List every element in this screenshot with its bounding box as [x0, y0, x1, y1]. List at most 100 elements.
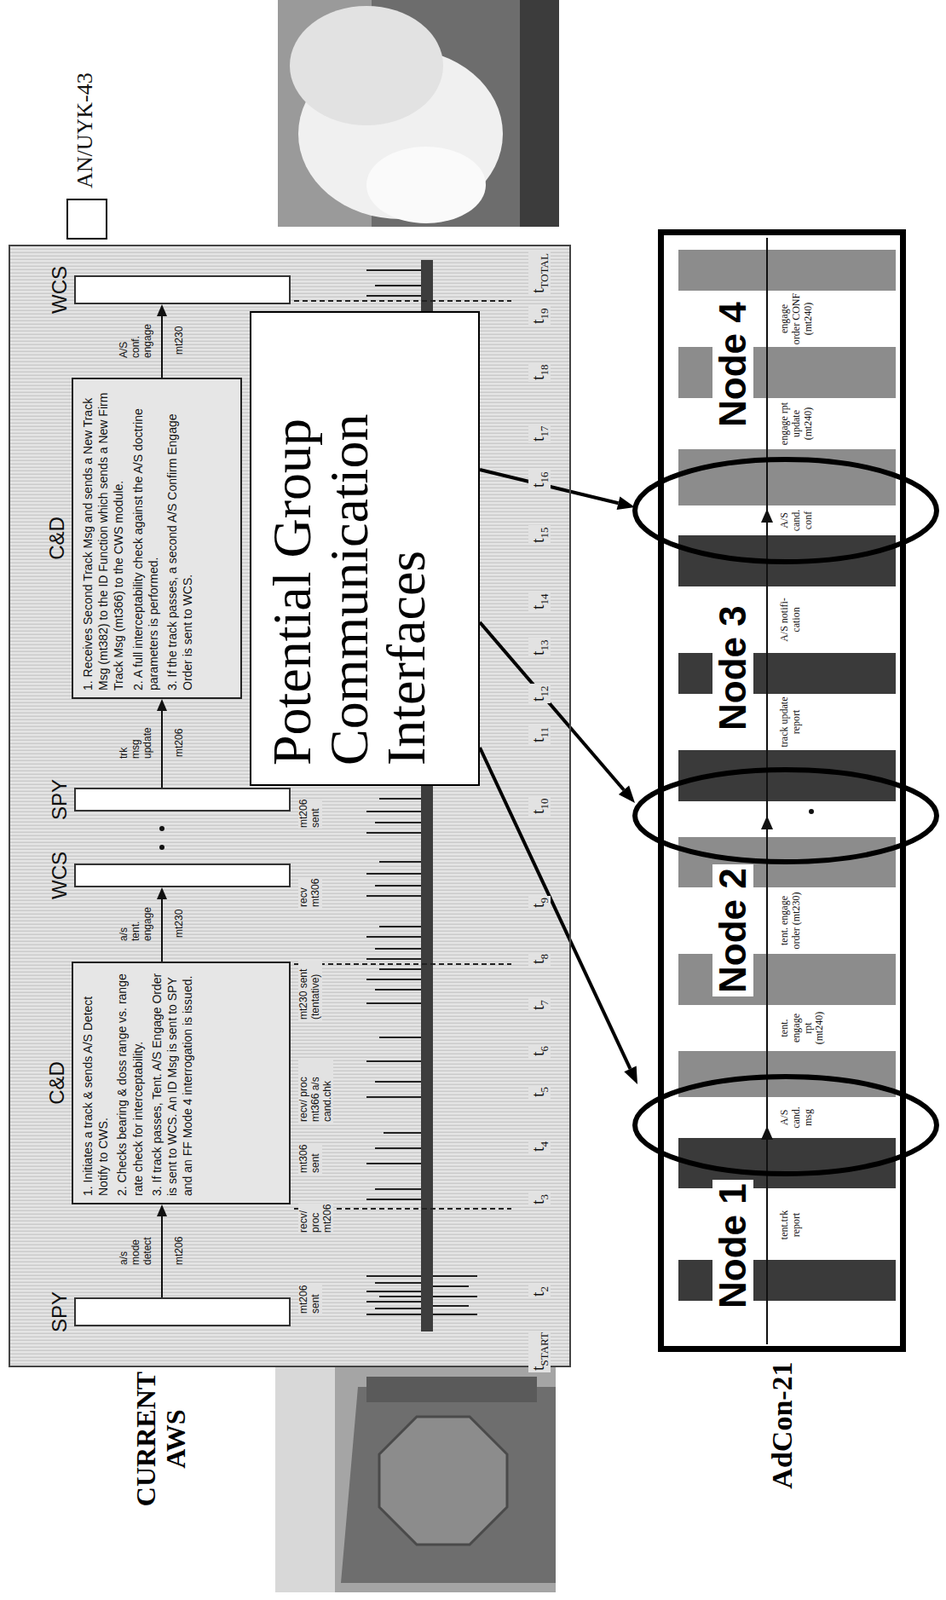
tick — [432, 1304, 469, 1307]
event-note: mt230 sent (tentative) — [298, 960, 323, 1021]
subscript: 8 — [537, 953, 551, 960]
arrow-head — [156, 698, 168, 711]
time-label: t17 — [528, 423, 551, 444]
edge-label: A/S conf. engage — [118, 323, 154, 358]
tick — [374, 1080, 422, 1083]
subscript: 3 — [537, 1194, 551, 1200]
leader-arrowhead — [617, 496, 635, 511]
tick — [366, 1198, 422, 1200]
time-label: t9 — [528, 895, 551, 910]
node-label: Node 2 — [712, 864, 754, 997]
subscript: 4 — [537, 1141, 551, 1148]
subscript: 19 — [537, 307, 551, 319]
tick — [383, 1131, 422, 1134]
column-header: SPY — [48, 1291, 71, 1333]
spine-arrowhead — [761, 815, 773, 830]
message-label: engage order CONF (mt240) — [778, 292, 814, 346]
edge-label: trk msg update — [118, 726, 154, 759]
time-label: t12 — [528, 683, 551, 704]
flow-spine — [766, 237, 768, 1345]
connector — [156, 887, 168, 962]
leader-line — [479, 622, 624, 791]
tick — [432, 1274, 478, 1277]
tick — [374, 884, 422, 887]
time-label: t19 — [528, 305, 551, 326]
subscript: 15 — [537, 526, 551, 538]
grey-bar — [678, 249, 896, 291]
legend-text: AN/UYK-43 — [73, 72, 99, 189]
tick — [366, 1095, 422, 1098]
column-header: SPY — [48, 778, 71, 820]
tick — [374, 284, 422, 287]
subscript: 16 — [537, 471, 551, 483]
message-label: tent. engage order (mt230) — [778, 890, 803, 951]
tick — [366, 1060, 422, 1062]
dashed-divider — [294, 963, 512, 965]
tick — [366, 269, 422, 272]
grey-bar — [678, 953, 896, 1005]
column-header: C&D — [46, 1061, 69, 1105]
subscript: 6 — [537, 1045, 551, 1052]
message-label: tent. engage rpt (mt240) — [778, 1006, 826, 1050]
mast — [366, 1376, 537, 1402]
group-heading: AdCon-21 — [766, 1352, 798, 1498]
smoke-cloud — [289, 5, 444, 126]
time-label: t15 — [528, 524, 551, 545]
tick — [366, 1002, 422, 1004]
time-label: t7 — [528, 997, 551, 1012]
tick — [366, 1313, 422, 1316]
module-bar: SPY — [74, 1297, 291, 1327]
subscript: 5 — [537, 1086, 551, 1093]
time-label: t2 — [528, 1284, 551, 1298]
time-label: t10 — [528, 796, 551, 816]
deckhouse — [340, 1386, 556, 1583]
subscript: START — [537, 1332, 551, 1366]
callout-box: Potential Group Communication Interfaces — [249, 311, 480, 786]
interface-ellipse — [634, 459, 937, 562]
event-note: mt206 sent — [298, 1284, 323, 1315]
time-label: t18 — [528, 362, 551, 382]
subscript: 13 — [537, 639, 551, 651]
tick — [379, 1295, 422, 1298]
process-step: 1. Receives Second Track Msg and sends a… — [80, 386, 127, 691]
dark-bar — [678, 1259, 896, 1301]
event-note: mt206 sent — [298, 798, 323, 829]
ship-hull — [519, 0, 560, 227]
arrow-head — [156, 1204, 168, 1217]
module-bar: WCS — [74, 275, 291, 305]
connector — [156, 1204, 168, 1298]
dashed-divider — [294, 299, 512, 302]
panel-ground — [8, 244, 572, 1368]
spine-arrowhead — [761, 1125, 773, 1140]
legend-entry: AN/UYK-43 — [66, 34, 108, 240]
tick — [366, 978, 422, 981]
event-note: recv/ proc mt206 — [298, 1203, 334, 1234]
tick — [432, 1285, 469, 1287]
time-label: t13 — [528, 637, 551, 658]
tick — [379, 968, 422, 970]
tick — [374, 1281, 422, 1284]
launch-photo — [277, 0, 560, 227]
time-label: t5 — [528, 1084, 551, 1099]
connector — [156, 304, 168, 378]
tick — [432, 1313, 478, 1316]
arrow-head — [156, 887, 168, 900]
message-label: track update report — [778, 696, 803, 748]
radar-face — [379, 1416, 508, 1545]
leader-line — [479, 469, 619, 503]
tick — [366, 1162, 422, 1165]
tick — [366, 294, 422, 297]
tick — [379, 797, 422, 800]
subscript: 17 — [537, 425, 551, 437]
legend-sample — [66, 198, 108, 240]
tick — [374, 988, 422, 991]
callout-text: Potential Group Communication Interfaces — [263, 331, 436, 766]
edge-label: a/s tent. engage — [118, 906, 154, 941]
subscript: 11 — [537, 726, 551, 739]
connector-line — [161, 1216, 163, 1298]
tick — [374, 947, 422, 950]
message-id: mt230 — [173, 909, 186, 938]
tick — [366, 831, 422, 834]
callout-leaders — [479, 469, 638, 1085]
